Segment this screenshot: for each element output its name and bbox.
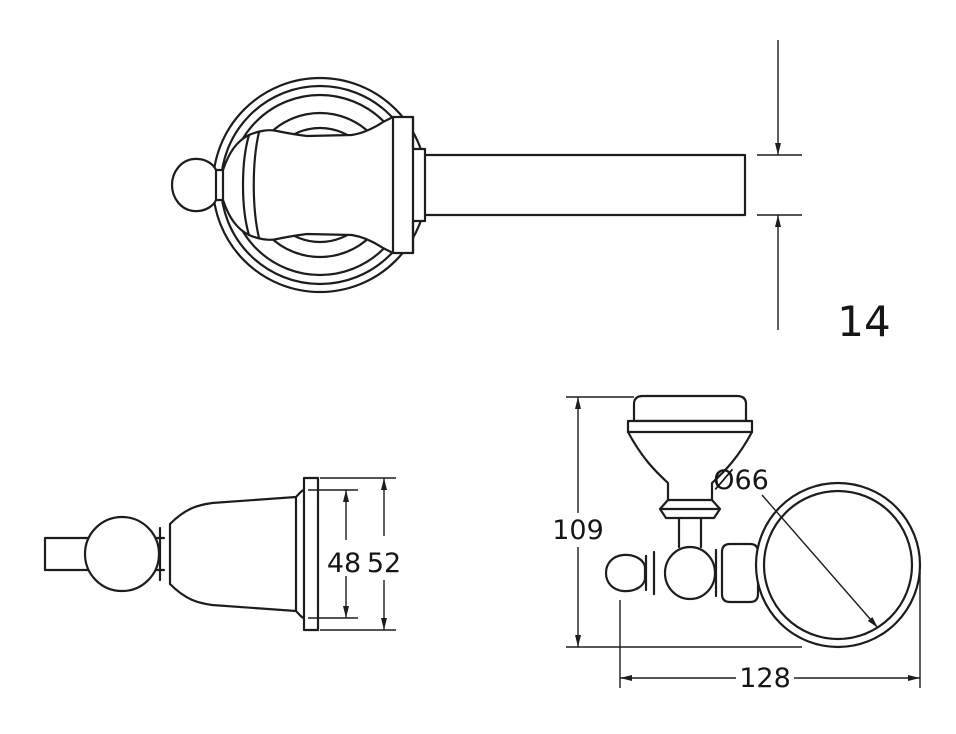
wall-cap-rim [626,419,754,434]
dim-witness-lines [757,154,802,216]
dim-cup-diameter: Ø66 [713,465,879,629]
dim-witness-lines [619,572,921,688]
wall-cap [632,394,748,423]
post-detail-lines [214,115,427,255]
dim-height-label: 109 [552,515,604,546]
dim-plate-outer: 52 [320,477,401,631]
finial-egg [604,553,647,593]
dim-plate-inner-label: 48 [327,548,361,579]
collar-rings [658,498,722,520]
cone-and-plate [158,476,320,632]
dim-depth-label: 128 [739,663,791,694]
dim-cup-diameter-label: Ø66 [713,465,769,496]
dim-diameter-leader [761,494,879,629]
stem-lines [677,516,703,549]
top-view-rosette-bar [170,76,747,294]
bell-skirt [626,430,754,502]
side-view-post [43,476,320,632]
side-view-cup-holder [604,394,922,649]
finial-rings [644,550,656,596]
cup-inner-circle [762,489,914,641]
post-silhouette [170,115,747,255]
dim-bar-diameter-label: 14 [837,297,890,346]
dim-height: 109 [552,396,802,648]
arm-hub [663,545,717,601]
arm-drum [720,542,760,604]
dim-witness-lines [308,489,358,619]
dim-plate-inner: 48 [308,489,361,619]
dim-bar-diameter: 14 [757,40,891,346]
ball-ornament [83,515,161,593]
dim-plate-outer-label: 52 [367,548,401,579]
dim-depth: 128 [619,572,921,694]
